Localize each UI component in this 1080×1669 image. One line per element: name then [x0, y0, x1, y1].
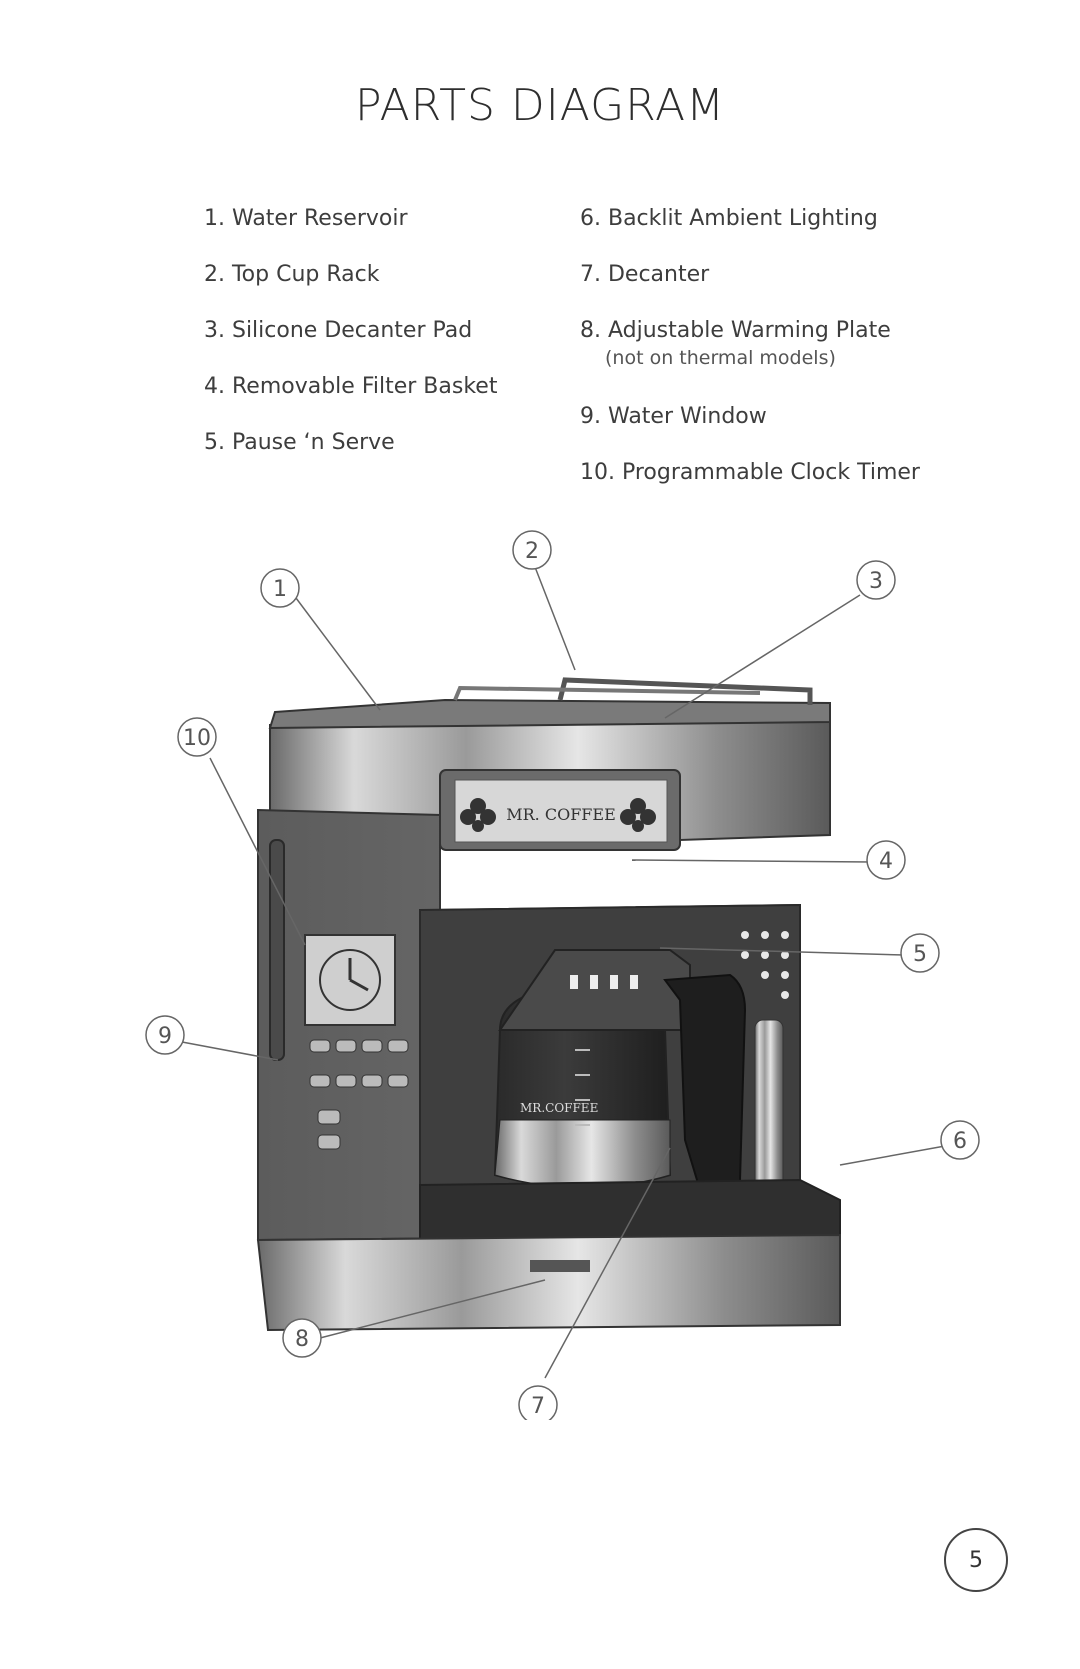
flower-logo-icon [460, 798, 496, 832]
water-window [269, 839, 285, 1061]
warming-control [530, 1260, 590, 1272]
part-item-1: 1. Water Reservoir [204, 206, 408, 231]
warming-plate [419, 1178, 841, 1247]
part-item-8-note: (not on thermal models) [605, 347, 836, 369]
coffee-maker: MR. COFFEE MR.COFFEE [256, 677, 841, 1332]
parts-list-right: 6. Backlit Ambient Lighting 7. Decanter … [580, 205, 920, 515]
coffee-maker-diagram: MR. COFFEE MR.COFFEE [145, 530, 980, 1420]
svg-text:4: 4 [879, 849, 893, 874]
control-buttons [309, 1039, 409, 1150]
callout-1: 1 [260, 568, 300, 608]
handle-grip [754, 1019, 784, 1191]
decanter-marks [575, 1049, 590, 1126]
part-item-3: 3. Silicone Decanter Pad [204, 318, 473, 343]
part-item-8-label: 8. Adjustable Warming Plate [580, 318, 891, 343]
callout-7: 7 [518, 1385, 558, 1420]
svg-text:5: 5 [913, 942, 927, 967]
svg-text:2: 2 [525, 539, 539, 564]
svg-text:3: 3 [869, 569, 883, 594]
callout-4: 4 [866, 840, 906, 880]
top-lid [268, 698, 831, 730]
part-item-8: 8. Adjustable Warming Plate (not on ther… [580, 317, 920, 403]
cup-rack-rail [453, 685, 761, 701]
callout-9: 9 [145, 1015, 185, 1055]
parts-list-left: 1. Water Reservoir 2. Top Cup Rack 3. Si… [204, 205, 497, 485]
page-number: 5 [969, 1547, 983, 1573]
part-item-9: 9. Water Window [580, 404, 767, 429]
svg-text:7: 7 [531, 1394, 545, 1419]
part-item-4: 4. Removable Filter Basket [204, 374, 498, 399]
decanter-top-vents [570, 975, 638, 989]
leader-lines [181, 566, 946, 1379]
svg-text:10: 10 [183, 726, 211, 751]
part-item-2: 2. Top Cup Rack [204, 262, 380, 287]
decanter-logo-text: MR.COFFEE [520, 1101, 598, 1115]
callout-8: 8 [282, 1318, 322, 1358]
base-steel [256, 1233, 841, 1332]
part-item-7: 7. Decanter [580, 262, 710, 287]
svg-text:1: 1 [273, 577, 287, 602]
svg-text:6: 6 [953, 1129, 967, 1154]
page-number-badge: 5 [944, 1528, 1008, 1592]
part-item-10: 10. Programmable Clock Timer [580, 460, 920, 485]
callout-5: 5 [900, 933, 940, 973]
svg-text:9: 9 [158, 1024, 172, 1049]
flower-logo-icon [620, 798, 656, 832]
part-item-6: 6. Backlit Ambient Lighting [580, 206, 878, 231]
part-item-5: 5. Pause ‘n Serve [204, 430, 395, 455]
callout-2: 2 [512, 530, 552, 570]
callout-10: 10 [177, 717, 217, 757]
vent-holes [741, 931, 789, 999]
callout-6: 6 [940, 1120, 980, 1160]
svg-text:8: 8 [295, 1327, 309, 1352]
brand-logo-text: MR. COFFEE [506, 805, 616, 824]
clock-face-icon [319, 949, 381, 1011]
decanter-steel-band [494, 1119, 671, 1188]
page-title: PARTS DIAGRAM [354, 80, 726, 131]
callout-3: 3 [856, 560, 896, 600]
